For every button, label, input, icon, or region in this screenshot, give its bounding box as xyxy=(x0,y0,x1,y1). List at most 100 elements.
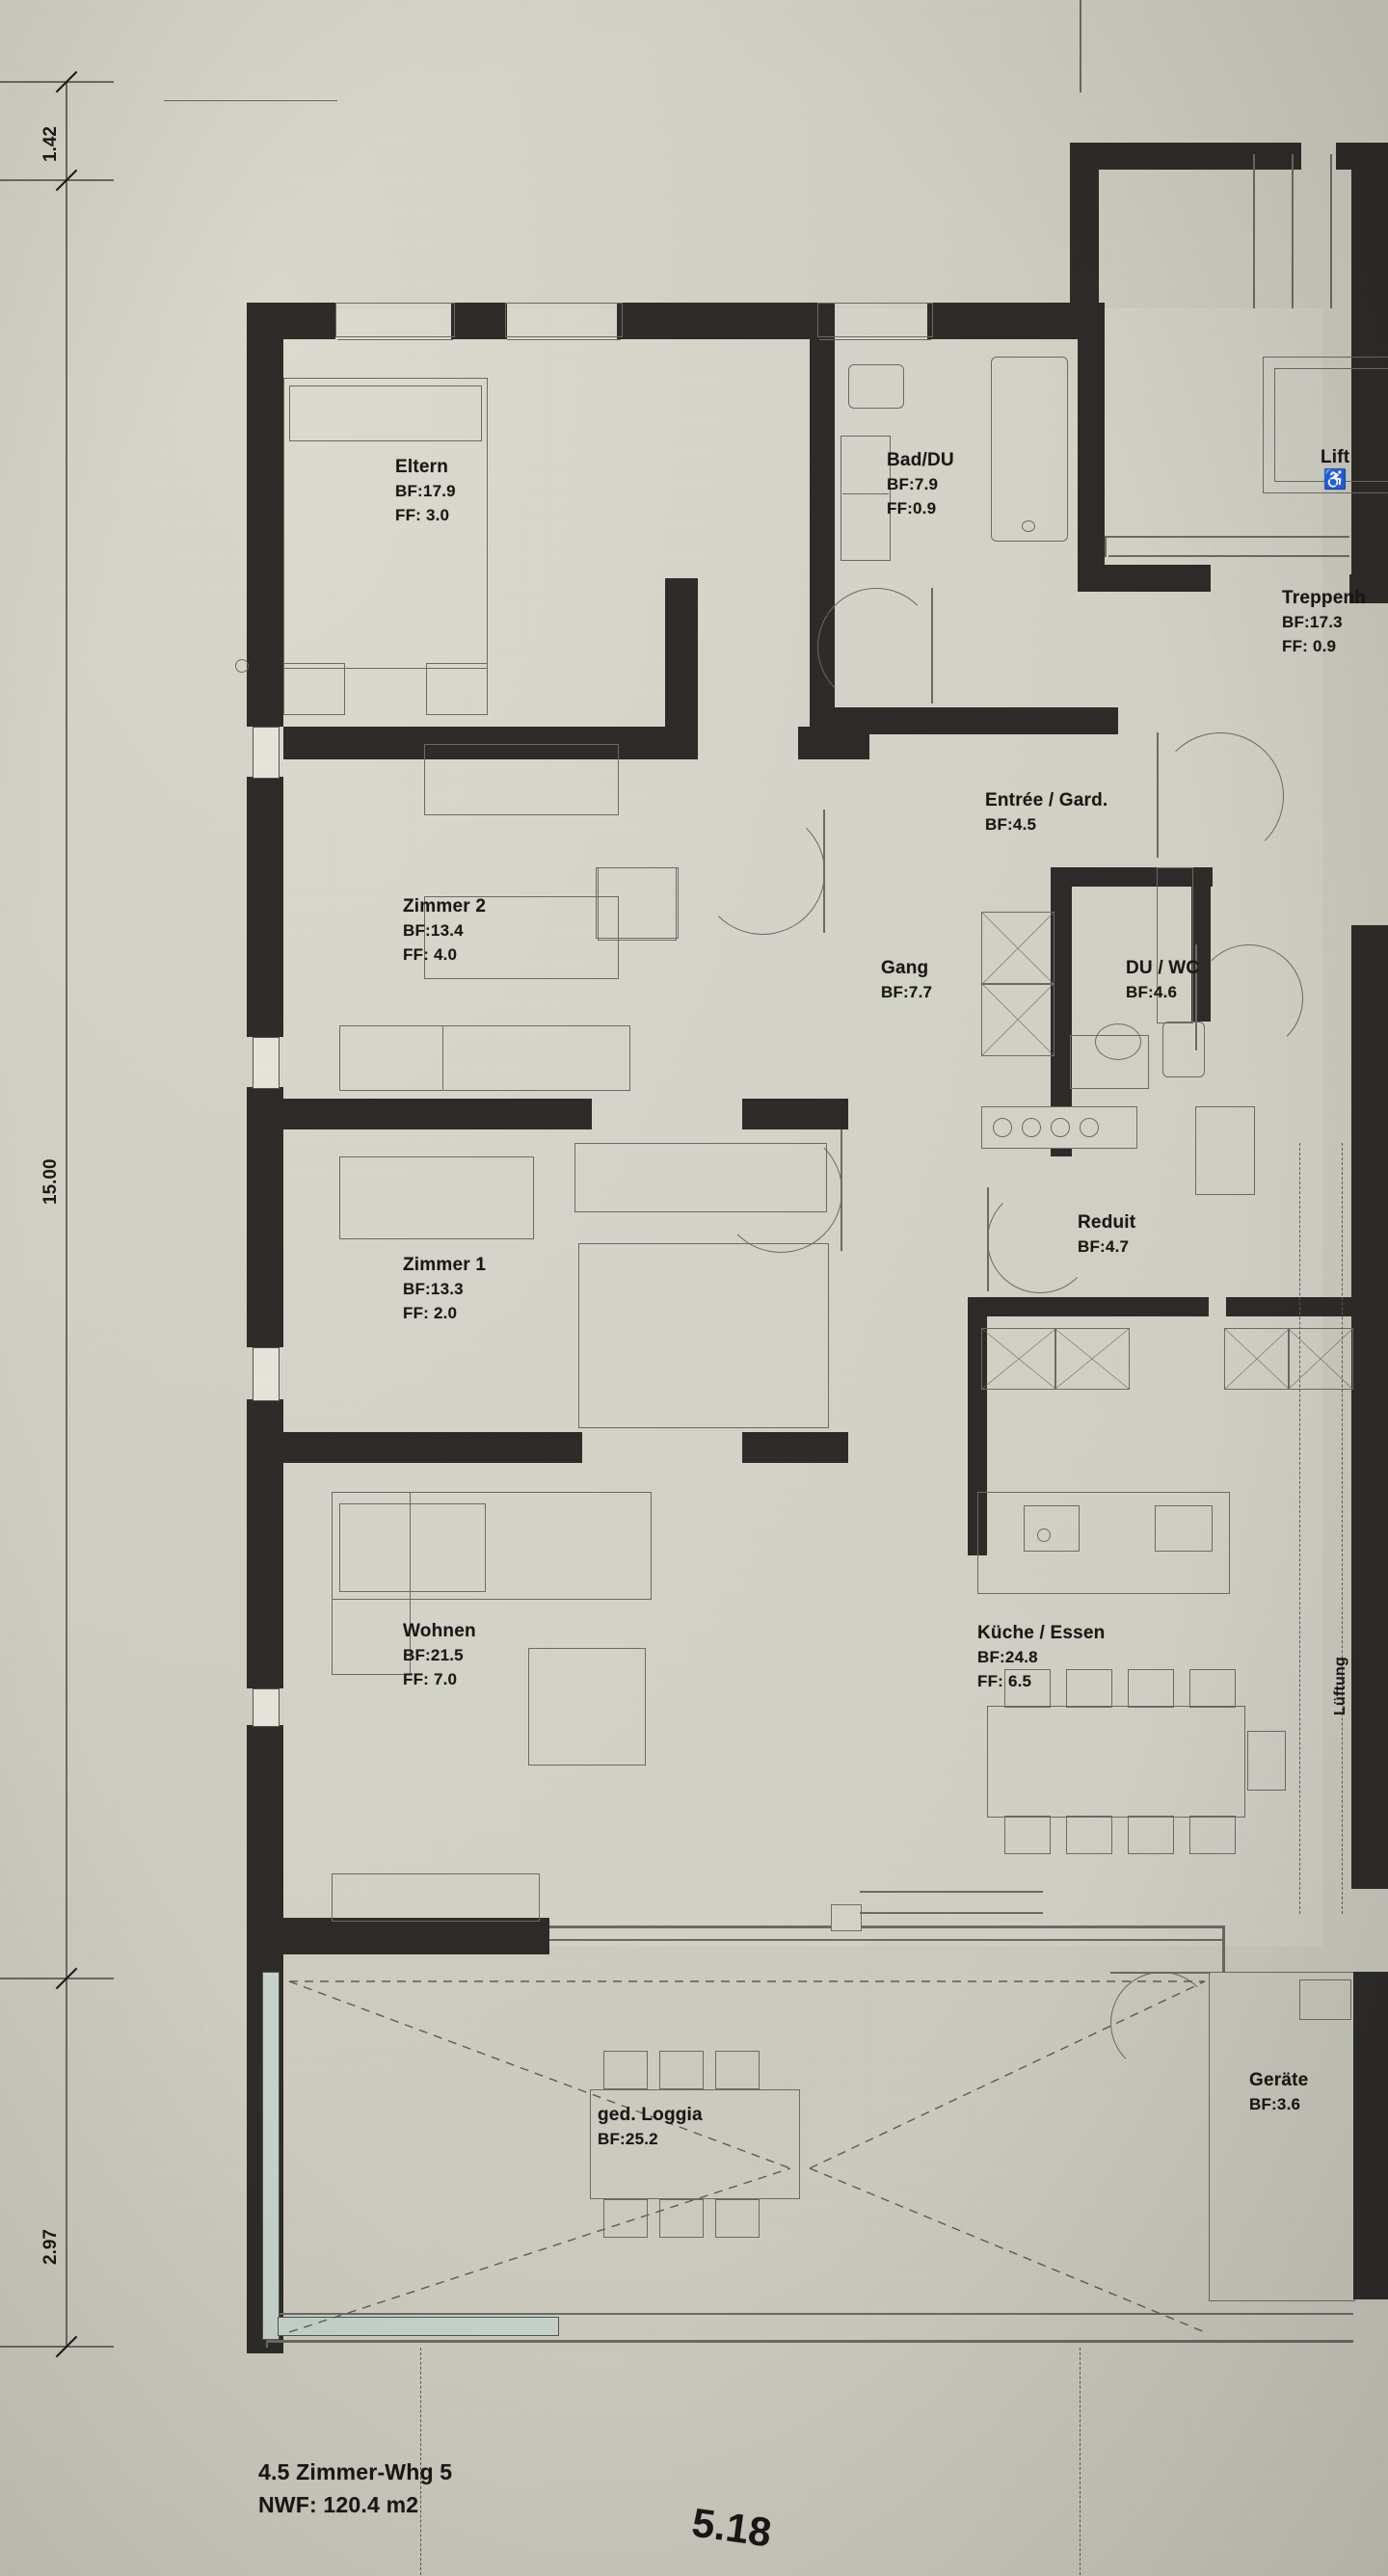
room-ff: FF: 0.9 xyxy=(1282,637,1337,655)
room-bf: BF:3.6 xyxy=(1249,2095,1301,2113)
lift-cabin xyxy=(1263,357,1388,493)
furniture-wardrobe xyxy=(424,744,619,815)
room-bf: BF:17.9 xyxy=(395,482,456,500)
dimension-extension-15.00 xyxy=(0,1978,114,1979)
axis-line-centre xyxy=(420,2348,421,2575)
wall-interior xyxy=(1078,303,1105,592)
loggia-chair xyxy=(659,2199,704,2238)
wall-exterior-top xyxy=(927,303,1080,339)
wall-exterior-left xyxy=(247,1087,283,1347)
room-name: Zimmer 2 xyxy=(403,896,487,916)
cooktop-burner xyxy=(1022,1118,1041,1137)
furniture-sofa-seat xyxy=(339,1503,486,1592)
dining-table xyxy=(987,1706,1245,1818)
door-swing-zimmer1 xyxy=(719,1129,842,1253)
wall-interior xyxy=(742,1099,848,1129)
window-sill-top-right xyxy=(817,303,933,337)
room-name: ged. Loggia xyxy=(598,2105,703,2125)
wall-interior xyxy=(1226,1297,1351,1316)
wall-stairwell xyxy=(1336,143,1388,170)
cabinet-lower xyxy=(1288,1328,1353,1390)
room-label-du-wc: DU / WC BF:4.6 xyxy=(1126,956,1199,1004)
door-leaf-bad xyxy=(931,588,933,704)
wall-exterior-top xyxy=(617,303,819,339)
wall-interior xyxy=(810,707,1118,734)
window xyxy=(253,1688,280,1727)
wall-exterior-left xyxy=(247,777,283,1037)
room-ff: FF: 6.5 xyxy=(977,1672,1032,1690)
sliding-door-panel-2 xyxy=(860,1912,1043,1914)
dining-chair xyxy=(1066,1669,1112,1708)
fixture-shower xyxy=(841,436,891,561)
wall-interior xyxy=(283,1099,592,1129)
bottom-grid-marker: 5.18 xyxy=(689,2499,775,2556)
room-label-gang: Gang BF:7.7 xyxy=(881,956,932,1004)
wall-geraete-right xyxy=(1353,1972,1388,2299)
geraete-shelf xyxy=(1299,1979,1351,2020)
kitchen-island-unit xyxy=(1024,1505,1080,1552)
door-stop-marker xyxy=(235,659,249,673)
slab-edge-loggia-top-2 xyxy=(549,1939,1224,1941)
room-name: Zimmer 1 xyxy=(403,1255,487,1275)
fixture-washbasin-duwc xyxy=(1095,1023,1141,1060)
room-bf: BF:7.9 xyxy=(887,475,939,493)
room-label-reduit: Reduit BF:4.7 xyxy=(1078,1210,1135,1259)
furniture-sideboard xyxy=(332,1873,540,1922)
wall-interior xyxy=(283,1432,582,1463)
dimension-extension-bottom xyxy=(0,2346,114,2348)
room-name: DU / WC xyxy=(1126,958,1200,978)
fixture-drain xyxy=(1022,520,1035,532)
apartment-title: 4.5 Zimmer-Whg 5 xyxy=(258,2459,453,2484)
room-name: Gang xyxy=(881,958,929,978)
furniture-nightstand xyxy=(283,663,345,715)
room-bf: BF:7.7 xyxy=(881,983,933,1001)
construction-line-top xyxy=(1080,0,1081,93)
dimension-line-vertical xyxy=(66,81,67,2346)
room-label-entree: Entrée / Gard. BF:4.5 xyxy=(985,788,1108,837)
cabinet-lower xyxy=(1054,1328,1130,1390)
stair-tread xyxy=(1292,154,1294,308)
room-ff: FF: 3.0 xyxy=(395,506,450,524)
room-ff: FF:0.9 xyxy=(887,499,937,518)
cabinet-upper xyxy=(981,912,1054,985)
room-label-wohnen: Wohnen BF:21.5 FF: 7.0 xyxy=(403,1619,476,1691)
construction-line-top-2 xyxy=(164,100,337,101)
wall-stairwell xyxy=(1070,143,1099,306)
counter-sink xyxy=(1070,1035,1149,1089)
room-name: Geräte xyxy=(1249,2070,1309,2090)
room-bf: BF:13.3 xyxy=(403,1280,464,1298)
room-name: Treppenh xyxy=(1282,588,1367,608)
door-leaf-entree xyxy=(1157,732,1159,858)
room-label-lift: Lift ♿ xyxy=(1321,445,1349,491)
door-swing-entree xyxy=(1157,732,1284,860)
room-label-kueche-essen: Küche / Essen BF:24.8 FF: 6.5 xyxy=(977,1621,1105,1693)
wall-exterior-top xyxy=(451,303,507,339)
room-ff: FF: 2.0 xyxy=(403,1304,458,1322)
room-label-zimmer2: Zimmer 2 BF:13.4 FF: 4.0 xyxy=(403,894,486,967)
furniture-coffee-table xyxy=(528,1648,646,1766)
cooktop-burner xyxy=(993,1118,1012,1137)
loggia-railing xyxy=(266,2340,1353,2343)
geraete-enclosure xyxy=(1209,1972,1355,2301)
wall-interior xyxy=(810,303,835,707)
furniture-wardrobe-entree xyxy=(1157,867,1193,1023)
dining-chair-end xyxy=(1247,1731,1286,1791)
loggia-chair xyxy=(603,2051,648,2089)
door-leaf-zimmer1 xyxy=(841,1129,842,1251)
furniture-pillow xyxy=(289,385,482,441)
furniture-cabinet xyxy=(596,867,679,939)
shelf-reduit xyxy=(1195,1106,1255,1195)
door-leaf-geraete xyxy=(1110,1972,1211,1974)
window-sill-eltern-2 xyxy=(505,303,623,337)
window xyxy=(253,727,280,779)
wall-exterior-left xyxy=(247,1399,283,1688)
ventilation-shaft-right xyxy=(1342,1143,1343,1914)
window xyxy=(253,1037,280,1089)
wall-stairwell xyxy=(1070,143,1301,170)
loggia-table xyxy=(590,2089,800,2199)
cabinet-upper xyxy=(981,983,1054,1056)
window xyxy=(253,1347,280,1401)
loggia-chair xyxy=(603,2199,648,2238)
room-ff: FF: 4.0 xyxy=(403,945,458,964)
